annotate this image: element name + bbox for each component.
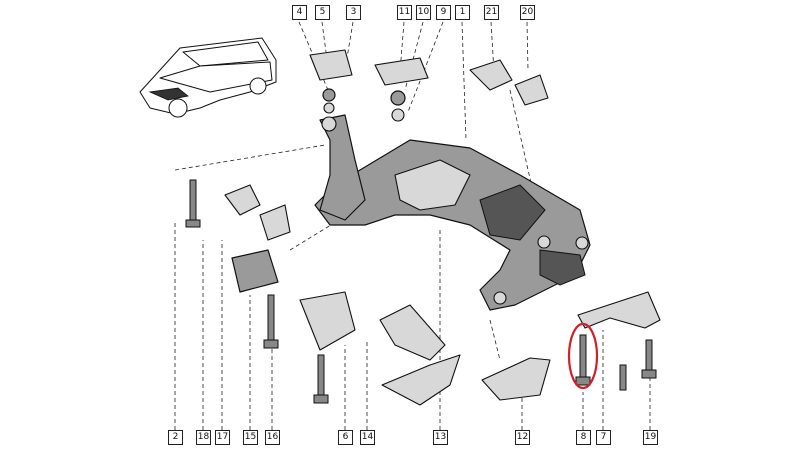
callout-18: 18 (196, 430, 211, 445)
callout-5: 5 (315, 5, 330, 20)
callout-17: 17 (215, 430, 230, 445)
callout-7: 7 (596, 430, 611, 445)
callout-9: 9 (436, 5, 451, 20)
highlight-ring (567, 322, 599, 390)
callout-14: 14 (360, 430, 375, 445)
subframe-crossmember (314, 114, 591, 311)
callout-6: 6 (338, 430, 353, 445)
top-mount-11-10-9 (374, 57, 429, 122)
callout-20: 20 (520, 5, 535, 20)
left-bracket-parts (185, 179, 291, 349)
callout-15: 15 (243, 430, 258, 445)
callout-10: 10 (416, 5, 431, 20)
callout-3: 3 (346, 5, 361, 20)
lower-bracket-parts (299, 291, 551, 406)
callout-16: 16 (265, 430, 280, 445)
callout-13: 13 (433, 430, 448, 445)
right-bracket-parts (575, 291, 661, 391)
callout-11: 11 (397, 5, 412, 20)
callout-21: 21 (484, 5, 499, 20)
car-thumbnail (139, 37, 277, 118)
top-mount-21-20 (469, 59, 549, 106)
top-mount-4-5-3 (309, 49, 353, 114)
callout-19: 19 (643, 430, 658, 445)
callout-8: 8 (576, 430, 591, 445)
callout-12: 12 (515, 430, 530, 445)
callout-1: 1 (455, 5, 470, 20)
callout-2: 2 (168, 430, 183, 445)
leader-lines (174, 21, 651, 430)
callout-4: 4 (292, 5, 307, 20)
